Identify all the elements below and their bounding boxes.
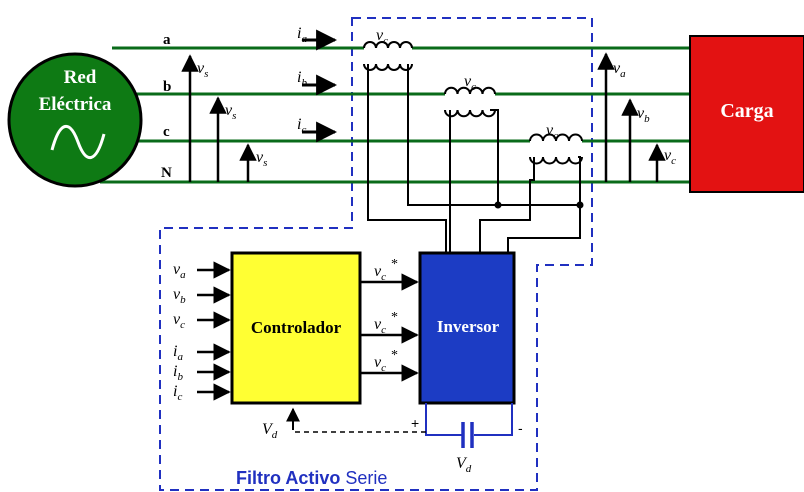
controller-label: Controlador: [251, 318, 342, 337]
line-label-n: N: [161, 165, 172, 181]
capacitor-plus: +: [411, 415, 419, 431]
controller-input-vc: vc: [173, 311, 185, 331]
source-voltage-arrows: [181, 54, 257, 182]
controller-output-3: vc*: [374, 348, 398, 374]
source-title: Red: [64, 67, 97, 88]
controller-input-ic: ic: [173, 383, 182, 403]
capacitor-plates: [461, 422, 474, 448]
source-voltage-label-2: vs: [225, 102, 236, 122]
transformer-a-primary: [363, 41, 413, 49]
load-voltage-label-a: va: [613, 60, 626, 80]
inverter-box: [418, 251, 516, 405]
sine-wave-icon: [50, 124, 106, 160]
controller-box: [230, 251, 362, 405]
transformer-c-secondary: [529, 156, 583, 165]
controller-input-ib: ib: [173, 363, 183, 383]
transformer-b-secondary: [444, 109, 496, 118]
line-label-b: b: [163, 79, 171, 95]
inverter-label: Inversor: [437, 317, 500, 336]
neutral-junction-1: [494, 201, 502, 209]
controller-output-2: vc*: [374, 310, 398, 336]
capacitor-vd-label: Vd: [456, 455, 472, 475]
vd-feedback-label: Vd: [262, 421, 278, 441]
source-voltage-label-3: vs: [256, 149, 267, 169]
current-label-b: ib: [297, 69, 307, 89]
controller-input-ia: ia: [173, 343, 183, 363]
dc-link: [425, 403, 513, 436]
filter-boundary: [159, 17, 593, 491]
transformer-a-secondary: [363, 63, 413, 71]
grid-source-circle: [7, 52, 143, 188]
capacitor-minus: -: [518, 420, 523, 436]
load-box: [689, 35, 804, 193]
secondary-wiring: [367, 64, 581, 252]
transformer-voltage-label-c: vc: [546, 122, 558, 142]
load-voltage-arrows: [597, 52, 666, 182]
controller-input-va: va: [173, 261, 186, 281]
controller-output-arrows: [360, 273, 419, 382]
current-label-a: ia: [297, 25, 307, 45]
transformers: [363, 41, 583, 165]
transformer-voltage-label-b: vc: [464, 73, 476, 93]
controller-output-1: vc*: [374, 257, 398, 283]
source-voltage-label-1: vs: [197, 60, 208, 80]
load-label: Carga: [720, 100, 773, 122]
line-label-a: a: [163, 32, 171, 48]
current-arrows: [302, 29, 338, 143]
neutral-junction-2: [576, 201, 584, 209]
current-label-c: ic: [297, 116, 306, 136]
transformer-c-primary: [529, 133, 583, 142]
source-title-2: Eléctrica: [39, 94, 112, 115]
line-label-c: c: [163, 124, 170, 140]
controller-input-vb: vb: [173, 286, 186, 306]
load-voltage-label-b: vb: [637, 105, 650, 125]
transformer-voltage-label-a: vc: [376, 27, 388, 47]
controller-input-arrows: [197, 261, 231, 401]
transformer-b-primary: [444, 86, 496, 95]
load-voltage-label-c: vc: [664, 147, 676, 167]
power-lines: [100, 46, 690, 184]
